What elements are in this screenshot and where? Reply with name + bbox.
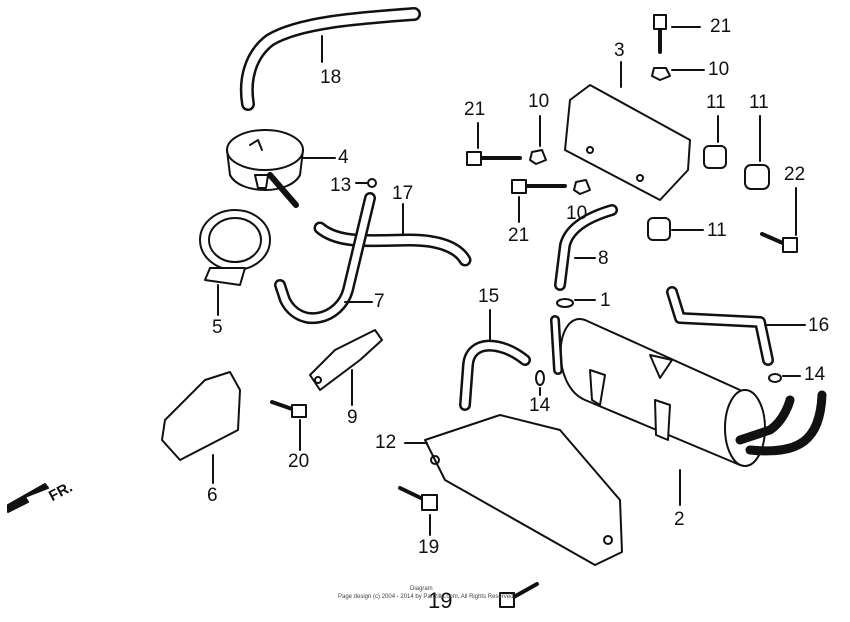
callout-5: 5 (212, 317, 223, 338)
callout-16: 16 (808, 315, 830, 336)
hose-18 (239, 7, 421, 111)
front-direction-arrow (7, 483, 49, 513)
callout-12: 12 (375, 432, 397, 453)
bracket-6 (161, 371, 241, 484)
callout-18: 18 (320, 67, 342, 88)
clip-1 (556, 298, 596, 308)
callout-14-left: 14 (529, 395, 551, 416)
callout-10-top: 10 (708, 59, 730, 80)
callout-3: 3 (614, 40, 625, 61)
callout-21-mid: 21 (508, 225, 530, 246)
clip-13 (355, 178, 377, 188)
callout-11-b: 11 (749, 92, 769, 113)
callout-15: 15 (478, 286, 500, 307)
bolt-21-mid (511, 179, 567, 223)
hose-16 (666, 286, 806, 366)
callout-19-left: 19 (418, 537, 440, 558)
valve-4 (226, 129, 336, 208)
callout-7: 7 (374, 291, 385, 312)
hose-17 (313, 203, 472, 267)
bolt-21-left (466, 122, 522, 166)
bolt-19-left (398, 486, 438, 536)
callout-20: 20 (288, 451, 310, 472)
callout-8: 8 (598, 248, 609, 269)
callout-2: 2 (674, 509, 685, 530)
hose-15 (459, 309, 531, 411)
bracket-5 (199, 209, 271, 316)
bracket-9 (309, 329, 383, 406)
callout-17: 17 (392, 183, 414, 204)
grommet-11-b (744, 115, 770, 190)
callout-11-a: 11 (706, 92, 726, 113)
bolt-21-top (653, 14, 701, 54)
bolt-19-bottom (499, 582, 539, 608)
callout-22: 22 (784, 164, 806, 185)
callout-6: 6 (207, 485, 218, 506)
callout-13: 13 (330, 175, 352, 196)
footer-copyright: Page design (c) 2004 - 2014 by Partzilla… (338, 594, 514, 600)
hose-7 (274, 192, 376, 324)
heat-shield-12 (404, 414, 623, 566)
clip-14-right (768, 373, 801, 383)
bolt-22 (760, 187, 798, 253)
footer-caption: Diagram (410, 586, 433, 592)
nut-10-top (651, 67, 705, 81)
callout-19-bottom: 19 (428, 588, 453, 613)
callout-10-mid: 10 (566, 203, 588, 224)
nut-10-mid (573, 179, 591, 195)
callout-21-left: 21 (464, 99, 486, 120)
hose-8 (554, 204, 618, 291)
callout-10-left: 10 (528, 91, 550, 112)
callout-4: 4 (338, 147, 349, 168)
callout-11-c: 11 (707, 220, 727, 241)
callout-9: 9 (347, 407, 358, 428)
callout-14-right: 14 (804, 364, 826, 385)
grommet-11-c (647, 217, 704, 241)
canister-2 (550, 315, 827, 506)
callout-21-top: 21 (710, 16, 732, 37)
bolt-20 (270, 400, 307, 451)
bracket-3 (564, 61, 691, 201)
clip-14-left (535, 370, 545, 396)
grommet-11-a (703, 115, 727, 169)
callout-1: 1 (600, 290, 611, 311)
nut-10-left (529, 115, 547, 165)
